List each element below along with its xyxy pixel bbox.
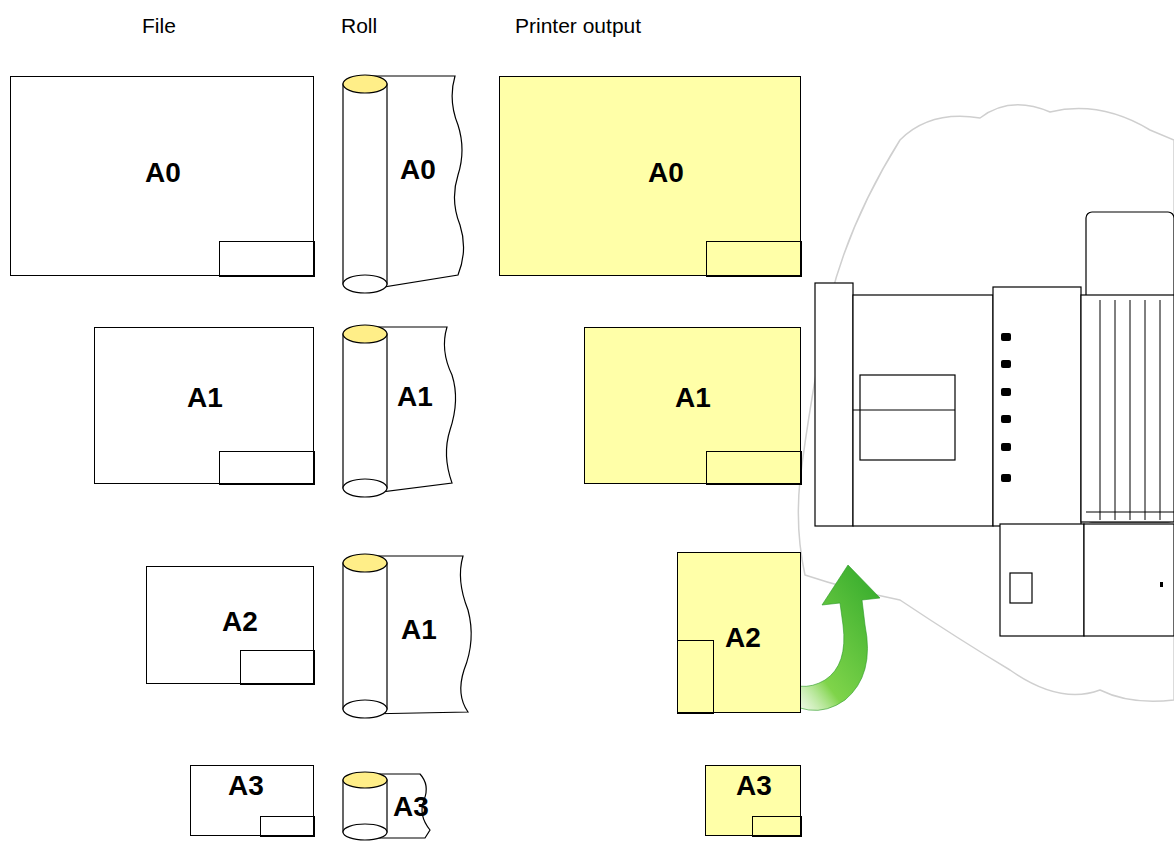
paper-size-label: A2	[725, 622, 761, 654]
column-heading: File	[142, 14, 176, 38]
paper-size-label: A1	[401, 614, 437, 646]
paper-size-label: A1	[187, 382, 223, 414]
title-block	[677, 640, 714, 714]
paper-size-label: A3	[736, 770, 772, 802]
paper-size-label: A0	[145, 157, 181, 189]
title-block	[219, 451, 315, 485]
paper-size-label: A3	[228, 770, 264, 802]
paper-size-label: A3	[393, 791, 429, 823]
title-block	[706, 451, 802, 485]
file-sheet: A3	[190, 765, 314, 836]
roll-sheet: A0	[387, 76, 449, 290]
title-block	[260, 816, 315, 837]
column-heading: Roll	[341, 14, 377, 38]
roll-sheet: A3	[387, 774, 427, 838]
file-sheet: A0	[10, 76, 314, 276]
column-heading: Printer output	[515, 14, 641, 38]
paper-size-label: A2	[222, 606, 258, 638]
file-sheet: A1	[94, 327, 314, 484]
printed-sheet: A3	[705, 765, 801, 836]
paper-size-label: A1	[397, 381, 433, 413]
printed-sheet: A1	[584, 327, 801, 484]
roll-sheet: A1	[387, 327, 443, 487]
title-block	[219, 241, 315, 277]
paper-size-label: A0	[648, 157, 684, 189]
title-block	[706, 241, 802, 277]
file-sheet: A2	[146, 566, 314, 684]
title-block	[752, 816, 802, 837]
printed-sheet: A2	[677, 552, 801, 713]
title-block	[240, 650, 315, 685]
roll-cylinder	[343, 75, 387, 840]
roll-sheet: A1	[387, 556, 453, 712]
printed-sheet: A0	[499, 76, 801, 276]
paper-size-label: A0	[400, 154, 436, 186]
paper-size-label: A1	[675, 382, 711, 414]
